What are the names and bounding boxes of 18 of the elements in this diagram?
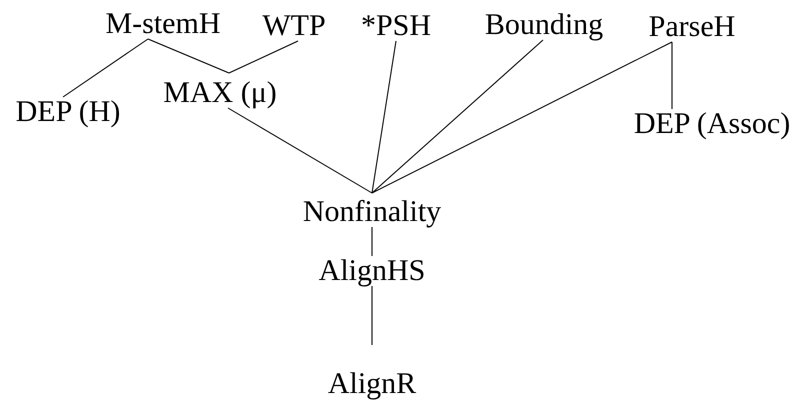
connector-line	[228, 108, 372, 194]
constraint-label: Nonfinality	[302, 193, 442, 227]
connector-line	[372, 40, 396, 194]
connector-line	[228, 40, 298, 74]
connector-line	[148, 38, 230, 74]
constraint-label: ParseH	[648, 12, 736, 42]
connector-line	[372, 42, 672, 194]
constraint-label: AlignHS	[318, 256, 426, 286]
constraint-label: WTP	[262, 11, 326, 41]
constraint-label: M-stemH	[106, 9, 220, 39]
constraint-label: *PSH	[360, 11, 432, 41]
connector-line	[372, 40, 544, 194]
constraint-label: AlignR	[328, 345, 416, 399]
constraint-label: DEP (Assoc)	[634, 109, 790, 139]
connector-line	[62, 38, 148, 98]
constraint-label: DEP (H)	[16, 97, 120, 127]
constraint-label: Bounding	[484, 10, 604, 40]
constraint-label: MAX (μ)	[163, 73, 277, 108]
